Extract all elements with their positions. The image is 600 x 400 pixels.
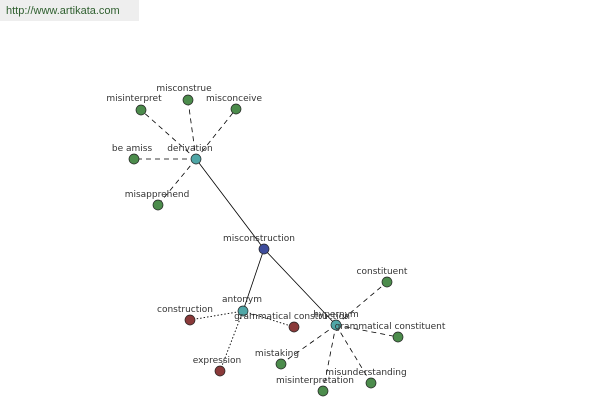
label-construction: construction (157, 305, 213, 315)
edge-derivation-misapprehend (157, 158, 197, 206)
node-center[interactable] (258, 243, 270, 255)
edge-derivation-misconstrue (187, 99, 197, 160)
url-banner: http://www.artikata.com (0, 0, 139, 21)
label-grammatical-constituent: grammatical constituent (335, 322, 446, 332)
node-grammatical-construction[interactable] (288, 321, 300, 333)
edge-derivation-misconceive (195, 108, 237, 160)
node-misapprehend[interactable] (152, 199, 164, 211)
edge-antonym-expression (219, 310, 244, 372)
edge-center-hypernym (263, 248, 337, 326)
edge-center-derivation (195, 158, 265, 250)
edge-hypernym-misunderstanding (335, 324, 372, 384)
label-constituent: constituent (357, 267, 408, 277)
node-grammatical-constituent[interactable] (392, 331, 404, 343)
node-construction[interactable] (184, 314, 196, 326)
edge-center-antonym (242, 248, 265, 312)
edge-derivation-misinterpret (140, 109, 197, 160)
label-misconstrue: misconstrue (156, 84, 212, 94)
node-expression[interactable] (214, 365, 226, 377)
source-url[interactable]: http://www.artikata.com (6, 5, 120, 17)
label-derivation: derivation (167, 144, 213, 154)
dotted-edges (189, 310, 295, 372)
edge-hypernym-mistaking (280, 324, 337, 365)
edge-hypernym-grammatical-constituent (335, 324, 399, 338)
edge-hypernym-constituent (335, 281, 388, 326)
label-misapprehend: misapprehend (125, 190, 190, 200)
label-expression: expression (193, 356, 242, 366)
label-be-amiss: be amiss (112, 144, 153, 154)
label-misinterpretation: misinterpretation (276, 376, 354, 386)
node-misconceive[interactable] (230, 103, 242, 115)
node-constituent[interactable] (381, 276, 393, 288)
node-hypernym[interactable] (330, 319, 342, 331)
solid-edges (195, 158, 337, 326)
label-mistaking: mistaking (255, 349, 299, 359)
node-misconstrue[interactable] (182, 94, 194, 106)
label-antonym: antonym (222, 295, 262, 305)
node-misinterpret[interactable] (135, 104, 147, 116)
node-misunderstanding[interactable] (365, 377, 377, 389)
label-misunderstanding: misunderstanding (325, 368, 406, 378)
node-be-amiss[interactable] (128, 153, 140, 165)
label-misinterpret: misinterpret (106, 94, 162, 104)
node-misinterpretation[interactable] (317, 385, 329, 397)
edge-hypernym-misinterpretation (322, 324, 337, 392)
label-grammatical-construction: grammatical construction (234, 312, 350, 322)
label-center: misconstruction (223, 234, 295, 244)
label-misconceive: misconceive (206, 94, 262, 104)
label-hypernym: hypernym (313, 310, 359, 320)
node-antonym[interactable] (237, 305, 249, 317)
node-mistaking[interactable] (275, 358, 287, 370)
node-derivation[interactable] (190, 153, 202, 165)
dashed-edges (134, 99, 399, 392)
